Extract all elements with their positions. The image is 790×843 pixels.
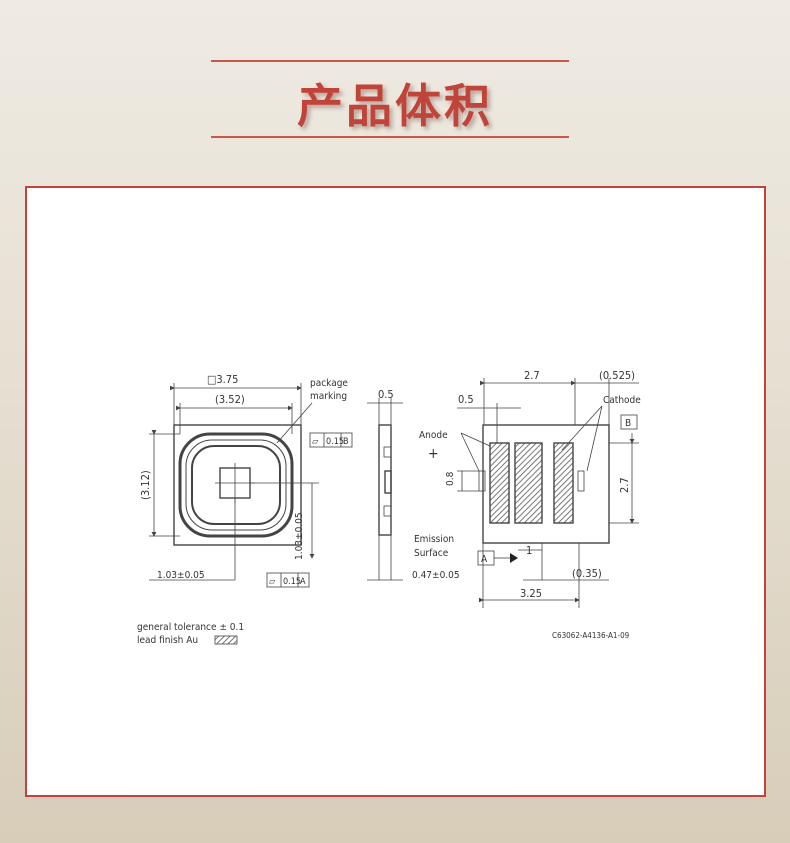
side-thickness: 0.5	[378, 388, 394, 401]
bottom-outline	[482, 424, 610, 544]
header: 产品体积	[0, 0, 790, 180]
flatness-a-symbol: ⏥	[269, 577, 276, 587]
lens-ring-outer	[178, 432, 294, 538]
side-depth: 0.47±0.05	[412, 570, 460, 581]
bottom-datum-b: B	[625, 418, 631, 429]
flatness-b-symbol: ⏥	[312, 437, 319, 447]
bottom-offset-top: (0.525)	[599, 369, 635, 382]
technical-drawing: □3.75 (3.52) (3.12) package marking ⏥ 0.…	[137, 369, 641, 646]
lead-finish-swatch	[214, 635, 238, 645]
lens-ring-mid	[185, 439, 287, 531]
bottom-pad-height: 2.7	[618, 477, 631, 493]
title-rule-top	[211, 60, 569, 62]
cathode-label: Cathode	[603, 395, 641, 406]
top-offset-bottom: 1.03±0.05	[157, 570, 205, 581]
anode-sign: +	[428, 446, 439, 462]
title-rule-bottom	[211, 136, 569, 138]
tolerance-note: general tolerance ± 0.1	[137, 622, 244, 633]
top-outer-size: □3.75	[207, 373, 238, 386]
bottom-datum-a: A	[481, 554, 488, 565]
page-title: 产品体积	[297, 79, 493, 133]
flatness-a-value: 0.15	[283, 577, 301, 587]
bottom-pad-width: 0.8	[445, 471, 456, 486]
lens-ring-inner	[191, 445, 281, 525]
anode-pad	[489, 442, 510, 524]
top-inner-size: (3.52)	[215, 393, 245, 406]
emission-label-2: Surface	[414, 548, 449, 559]
bottom-offset-bottom: (0.35)	[572, 567, 602, 580]
emission-label-1: Emission	[414, 534, 454, 545]
drawing-id: C63062-A4136-A1-09	[552, 631, 630, 640]
package-marking-label-2: marking	[310, 391, 347, 402]
flatness-a-datum: A	[300, 577, 306, 587]
lead-finish-note: lead finish Au	[137, 635, 198, 646]
bottom-arrow-value: 1	[526, 544, 532, 557]
package-outline	[173, 424, 302, 546]
bottom-overall-width: 3.25	[520, 587, 542, 600]
anode-label: Anode	[419, 430, 448, 441]
package-marking-label-1: package	[310, 378, 348, 389]
bottom-width-top: 2.7	[524, 369, 540, 382]
flatness-b-datum: B	[343, 437, 349, 447]
bottom-view	[457, 378, 639, 608]
center-pad	[514, 442, 543, 524]
top-height-ref: (3.12)	[139, 470, 152, 500]
side-view	[367, 398, 403, 581]
cathode-pad	[553, 442, 574, 524]
flatness-b-value: 0.15	[326, 437, 344, 447]
top-offset-vertical: 1.03±0.05	[294, 512, 305, 560]
top-view	[149, 383, 353, 588]
bottom-pad-offset: 0.5	[458, 393, 474, 406]
drawing-panel: □3.75 (3.52) (3.12) package marking ⏥ 0.…	[25, 186, 766, 797]
